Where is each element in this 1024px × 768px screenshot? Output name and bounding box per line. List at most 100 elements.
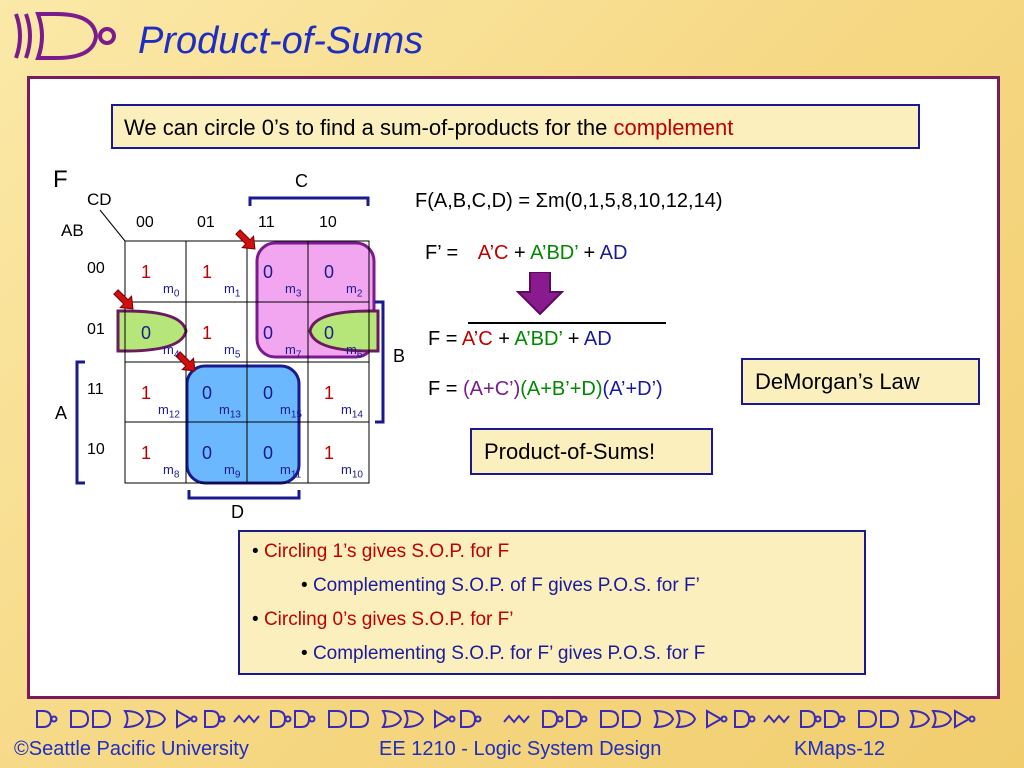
kmap-minterm-label: m6: [346, 342, 362, 361]
kmap-cell-value: 0: [141, 323, 152, 343]
kmap-function-label: F: [53, 166, 68, 193]
kmap-minterm-label: m9: [224, 462, 240, 481]
bracket-b: [375, 300, 385, 424]
karnaugh-map: [75, 196, 385, 500]
kmap-cell-value: 1: [202, 262, 213, 282]
footer-course: EE 1210 - Logic System Design: [379, 738, 662, 760]
function-definition: F(A,B,C,D) = Σm(0,1,5,8,10,12,14): [415, 190, 723, 213]
kmap-col-header: 10: [319, 214, 337, 231]
intro-box: We can circle 0’s to find a sum-of-produ…: [111, 104, 920, 149]
bracket-c: [248, 196, 370, 206]
minterm-index: 2: [356, 288, 363, 300]
minterm-index: 12: [168, 409, 180, 421]
fpos-term-1: (A+C’): [463, 378, 521, 400]
bullet-dot: •: [252, 541, 264, 562]
fbar-lhs: F =: [428, 328, 462, 350]
bullet-text: Complementing S.O.P. for F’ gives P.O.S.…: [312, 643, 706, 664]
fdef-lhs: F(A,B,C,D) =: [415, 190, 536, 212]
minterm-m: m: [280, 462, 291, 477]
minterm-m: m: [224, 462, 235, 477]
kmap-cell-value: 0: [202, 443, 213, 463]
kmap-cell-value: 1: [141, 383, 152, 403]
kmap-cell-value: 1: [324, 383, 335, 403]
kmap-cell-value: 1: [202, 323, 213, 343]
intro-text: We can circle 0’s to find a sum-of-produ…: [124, 115, 614, 140]
minterm-m: m: [158, 402, 169, 417]
kmap-minterm-label: m5: [224, 342, 240, 361]
kmap-row-var: AB: [61, 221, 84, 240]
fprime-term-3: AD: [599, 242, 628, 264]
footer-slide-id: KMaps-12: [794, 738, 886, 760]
kmap-row-header: 11: [87, 381, 104, 398]
minterm-index: 3: [295, 288, 302, 300]
minterm-m: m: [280, 402, 291, 417]
kmap-cell-value: 0: [324, 262, 335, 282]
label-b: B: [393, 346, 406, 366]
demorgan-box: DeMorgan’s Law: [741, 358, 980, 405]
kmap-minterm-label: m10: [341, 462, 363, 481]
fprime-plus-2: +: [577, 242, 600, 264]
fdef-rhs: m(0,1,5,8,10,12,14): [547, 190, 723, 212]
kmap-minterm-label: m13: [219, 402, 241, 421]
kmap-cell-value: 1: [324, 443, 335, 463]
minterm-index: 11: [290, 469, 302, 481]
label-c: C: [295, 171, 308, 191]
down-arrow-icon: [516, 272, 564, 316]
kmap-minterm-label: m0: [163, 281, 179, 300]
bullet-item: • Complementing S.O.P. of F gives P.O.S.…: [301, 575, 700, 597]
kmap-cell-value: 0: [263, 262, 274, 282]
kmap-row-header: 01: [87, 321, 105, 338]
kmap-minterm-label: m3: [285, 281, 301, 300]
minterm-m: m: [341, 402, 352, 417]
kmap-minterm-label: m2: [346, 281, 362, 300]
intro-highlight: complement: [613, 115, 734, 140]
fpos-term-2: (A+B’+D): [520, 378, 603, 400]
minterm-index: 8: [173, 469, 180, 481]
kmap-col-var: CD: [87, 190, 112, 209]
fprime-lhs: F’ =: [425, 242, 464, 264]
minterm-m: m: [163, 281, 174, 296]
minterm-index: 6: [356, 349, 363, 361]
kmap-row-header: 10: [87, 441, 105, 458]
kmap-col-header: 00: [136, 214, 154, 231]
green-grouping-right: [308, 309, 380, 353]
kmap-minterm-label: m15: [280, 402, 302, 421]
bullet-item: • Complementing S.O.P. for F’ gives P.O.…: [301, 643, 705, 665]
minterm-index: 5: [234, 349, 241, 361]
minterm-index: 15: [290, 409, 302, 421]
kmap-minterm-label: m12: [158, 402, 180, 421]
kmap-cell-value: 1: [141, 262, 152, 282]
kmap-col-header: 11: [258, 214, 275, 231]
kmap-minterm-label: m11: [280, 462, 301, 481]
kmap-col-header: 01: [197, 214, 215, 231]
bullet-text: Circling 0’s gives S.O.P. for F’: [263, 609, 514, 630]
fpos-lhs: F =: [428, 378, 464, 400]
minterm-index: 13: [229, 409, 241, 421]
minterm-m: m: [163, 342, 174, 357]
summary-box: • Circling 1’s gives S.O.P. for F • Comp…: [238, 530, 866, 675]
arrow-icon: [113, 289, 134, 310]
minterm-m: m: [163, 462, 174, 477]
f-prime-equation: F’ = A’C + A’BD’ + AD: [425, 242, 627, 265]
bullet-text: Complementing S.O.P. of F gives P.O.S. f…: [312, 575, 700, 596]
kmap-cell-value: 0: [263, 443, 274, 463]
arrow-icon: [175, 351, 196, 372]
kmap-cell-value: 1: [141, 443, 152, 463]
f-bar-equation: F = A’C + A’BD’ + AD: [428, 328, 612, 351]
bracket-d: [187, 490, 301, 500]
sigma-symbol: Σ: [535, 190, 548, 212]
fpos-term-3: (A’+D’): [602, 378, 663, 400]
logic-gate-logo-icon: [14, 12, 116, 60]
minterm-m: m: [285, 342, 296, 357]
complement-overbar: [468, 322, 666, 324]
kmap-minterm-label: m7: [285, 342, 301, 361]
fbar-term-2: A’BD’: [514, 328, 563, 350]
bullet-item: • Circling 1’s gives S.O.P. for F: [252, 541, 509, 563]
bullet-dot: •: [301, 575, 313, 596]
kmap-minterm-label: m1: [224, 281, 240, 300]
bullet-dot: •: [252, 609, 264, 630]
minterm-m: m: [219, 402, 230, 417]
label-d: D: [231, 502, 244, 522]
fbar-plus-1: +: [492, 328, 515, 350]
arrow-icon: [235, 229, 256, 250]
